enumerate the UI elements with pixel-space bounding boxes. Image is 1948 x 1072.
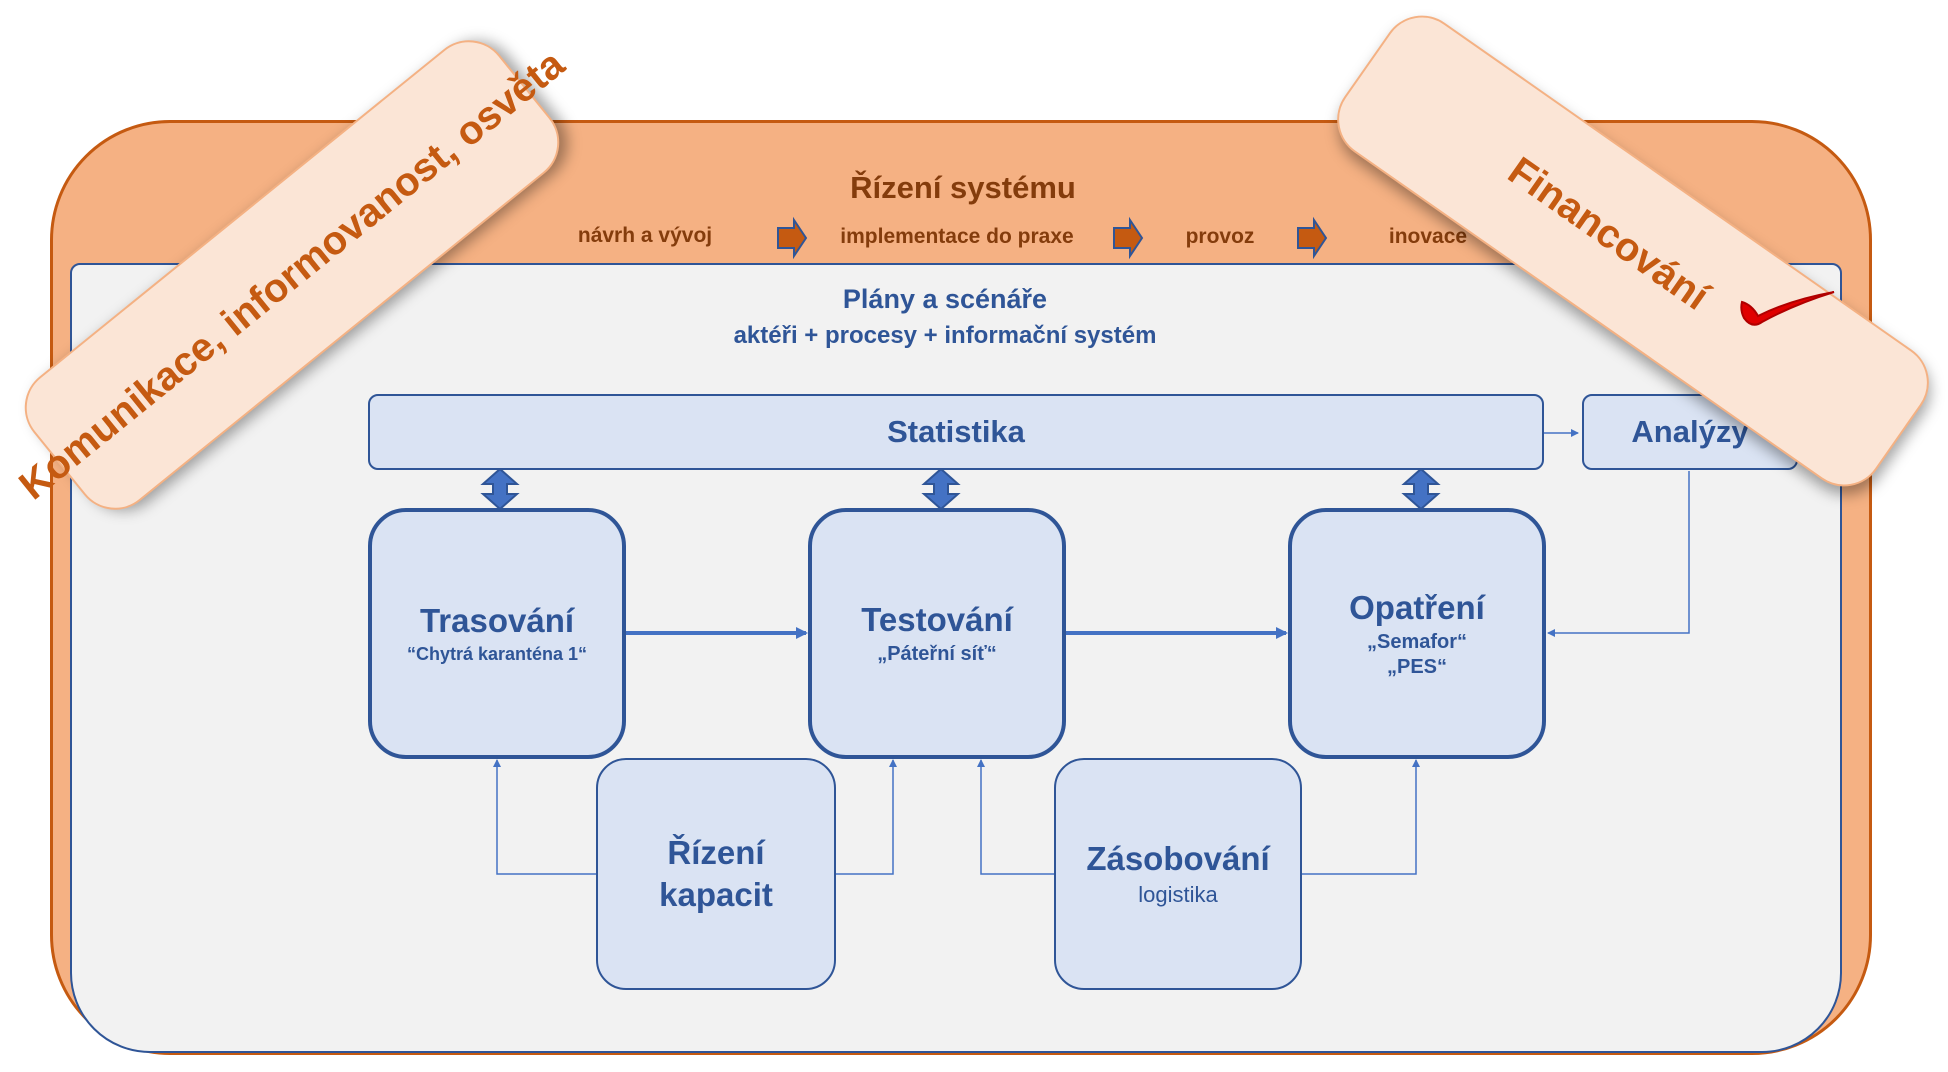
trasovani-title: Trasování: [419, 602, 575, 639]
arrow-analyzy-opatreni: [1547, 471, 1690, 637]
process-arrow-icon: [1113, 216, 1144, 260]
rizeni-kapacit-box: Řízení kapacit: [596, 758, 836, 990]
testovani-box: Testování „Páteřní síť“: [808, 508, 1066, 759]
step-innovation: inovace: [1388, 225, 1468, 248]
plans-subtitle: aktéři + procesy + informační systém: [733, 322, 1157, 349]
rizeni-kapacit-line1: Řízení: [667, 834, 765, 871]
trasovani-subtitle: “Chytrá karanténa 1“: [406, 644, 588, 664]
process-arrow-icon: [777, 216, 808, 260]
plans-title: Plány a scénáře: [842, 284, 1048, 314]
opatreni-title: Opatření: [1349, 588, 1485, 626]
rizeni-kapacit-line2: kapacit: [659, 876, 773, 913]
zasobovani-title: Zásobování: [1086, 840, 1270, 877]
header-title: Řízení systému: [850, 170, 1076, 205]
testovani-title: Testování: [861, 601, 1013, 638]
statistika-box: Statistika: [368, 394, 1544, 470]
check-mark-icon: [1740, 291, 1835, 326]
arrow-kapacit-testovani: [836, 759, 897, 875]
arrow-zasobovani-testovani: [977, 759, 1054, 875]
opatreni-subtitle-1: „Semafor“: [1366, 630, 1468, 653]
process-arrow-icon: [1297, 216, 1328, 260]
arrow-kapacit-trasovani: [493, 759, 596, 875]
step-implementation: implementace do praxe: [840, 225, 1074, 248]
statistika-label: Statistika: [887, 414, 1025, 449]
testovani-subtitle: „Páteřní síť“: [877, 643, 997, 665]
analyzy-label: Analýzy: [1631, 414, 1749, 449]
zasobovani-box: Zásobování logistika: [1054, 758, 1302, 990]
trasovani-box: Trasování “Chytrá karanténa 1“: [368, 508, 626, 759]
zasobovani-subtitle: logistika: [1138, 882, 1218, 907]
arrow-zasobovani-opatreni: [1302, 759, 1420, 875]
step-operation: provoz: [1185, 225, 1255, 248]
step-design: návrh a vývoj: [577, 224, 713, 247]
opatreni-box: Opatření „Semafor“ „PES“: [1288, 508, 1546, 759]
opatreni-subtitle-2: „PES“: [1386, 655, 1448, 678]
